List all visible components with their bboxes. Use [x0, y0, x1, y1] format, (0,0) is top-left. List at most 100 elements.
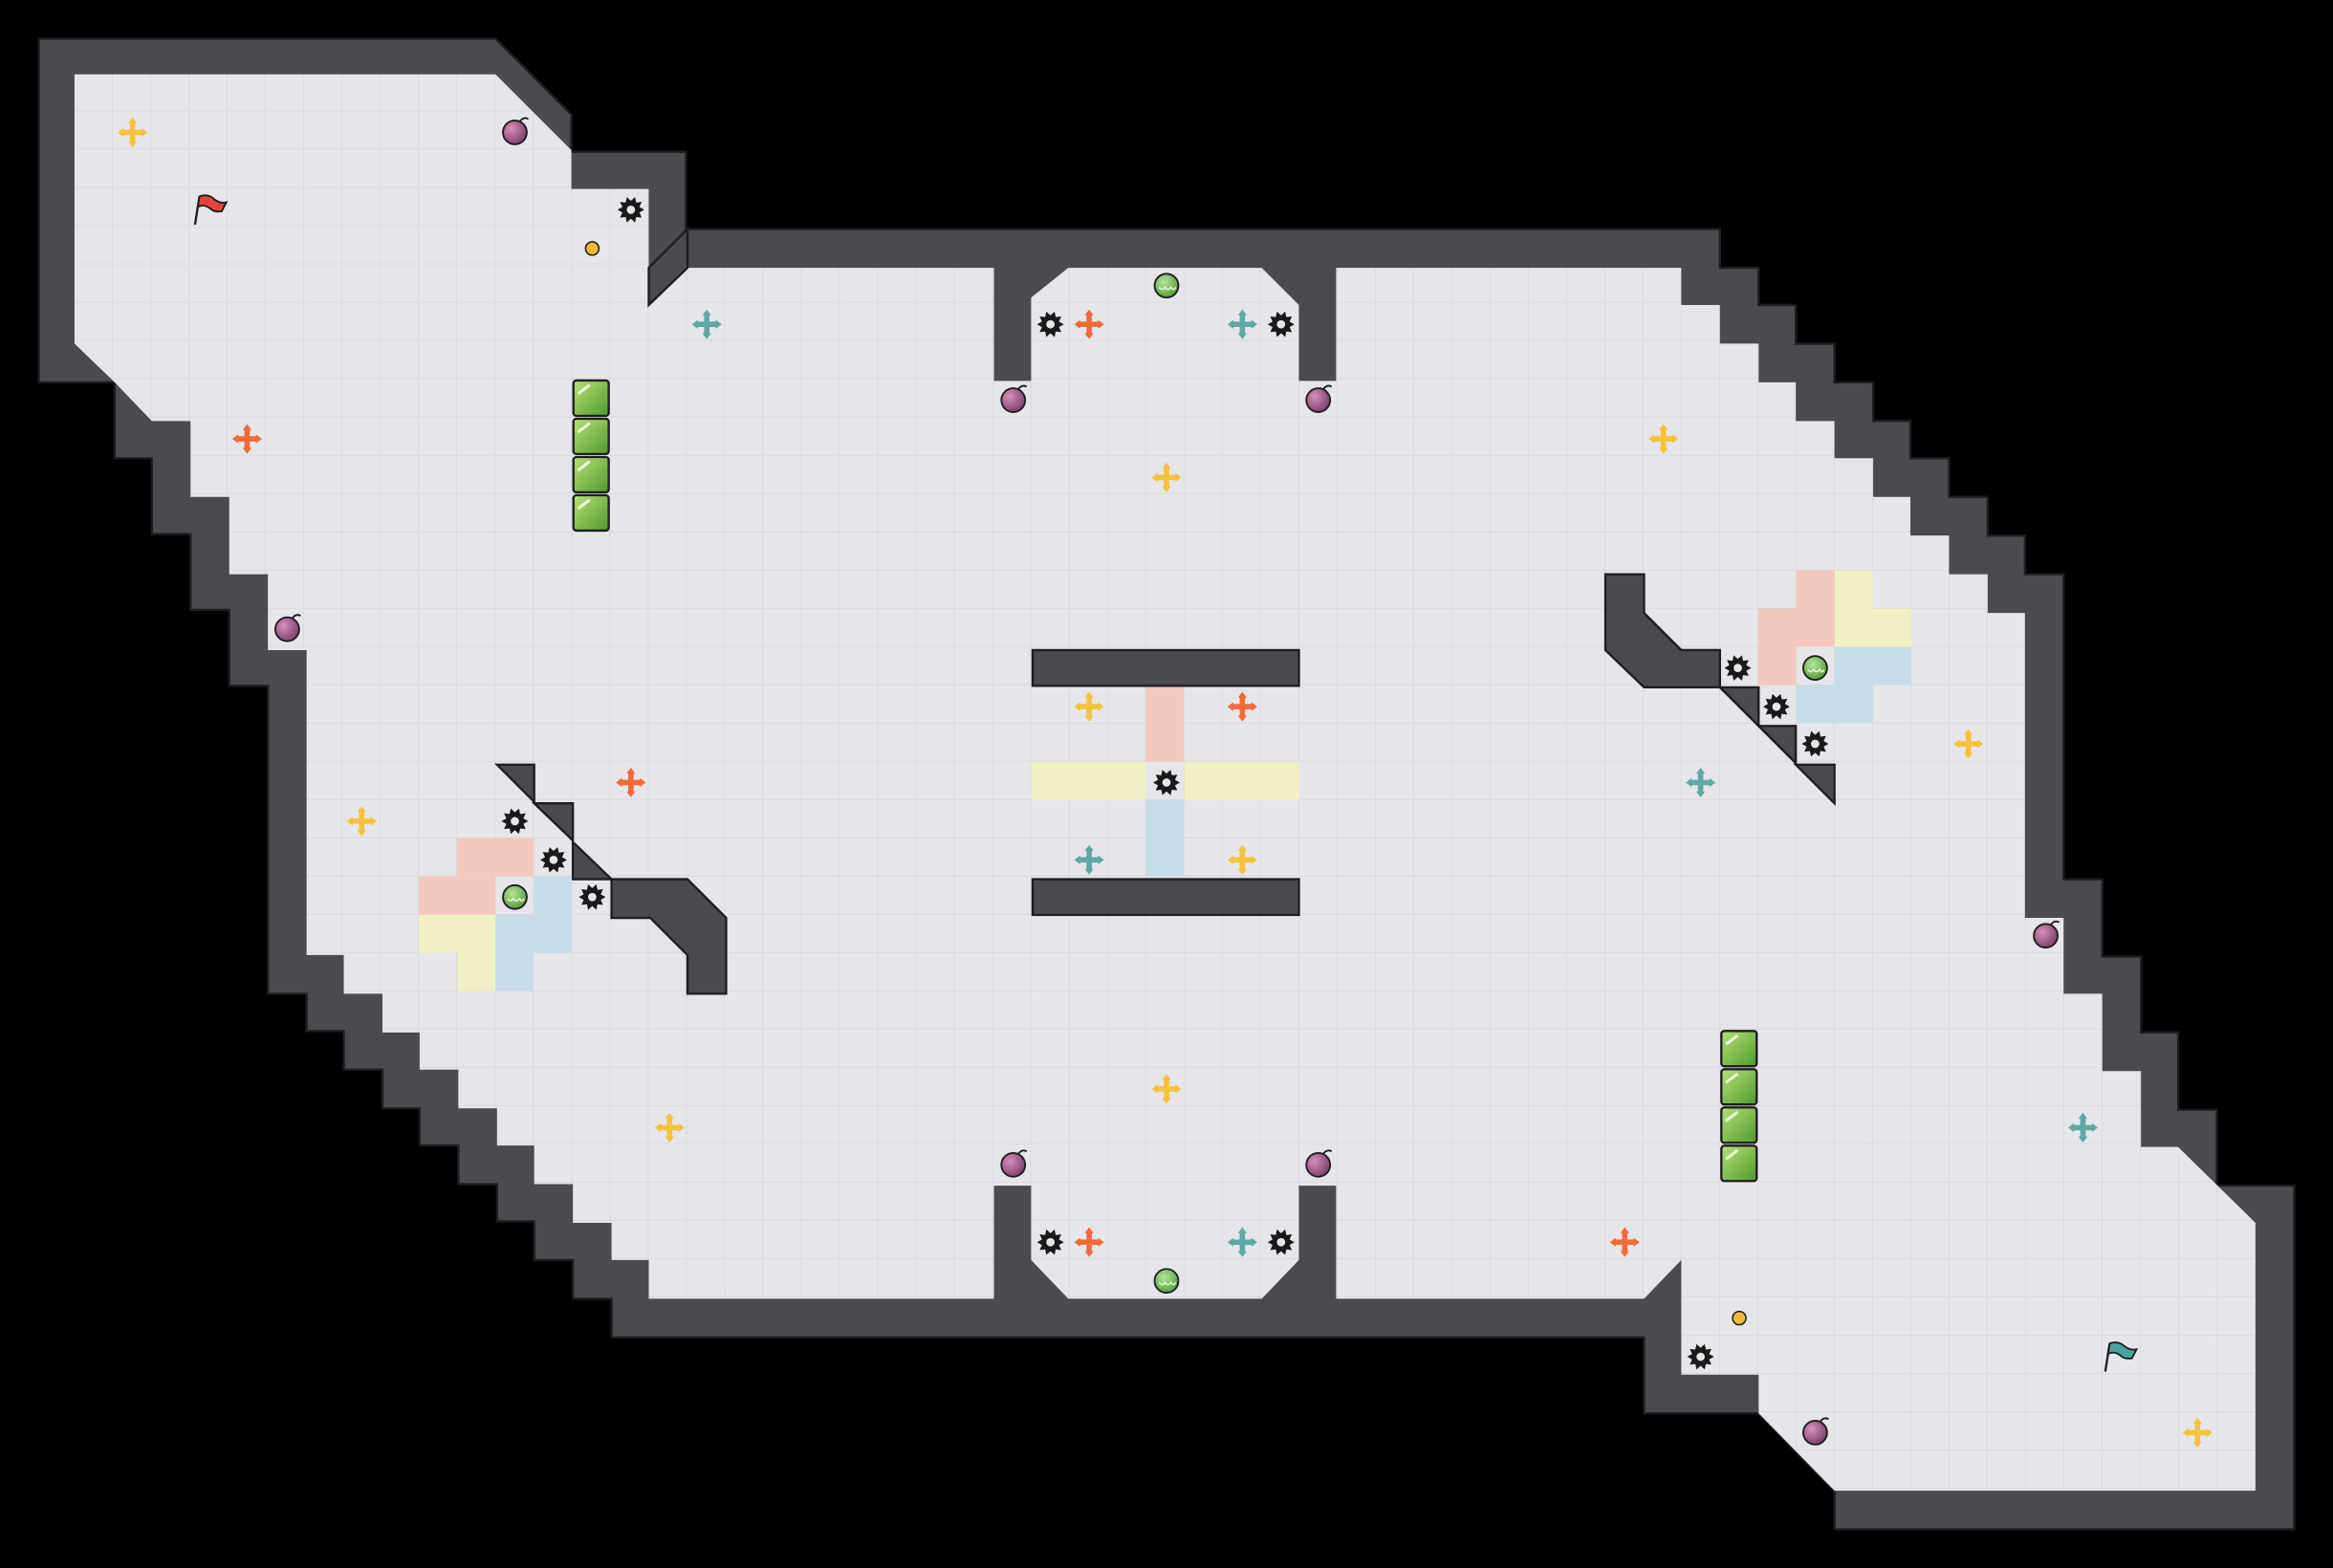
- zone-cell: [419, 876, 458, 915]
- zone-cell: [534, 876, 573, 915]
- zone-cell: [1069, 761, 1108, 800]
- coin-icon: [1732, 1310, 1747, 1326]
- cross-powerup-icon: [1151, 1074, 1182, 1104]
- zone-cell: [495, 838, 534, 877]
- bomb-icon: [502, 117, 530, 145]
- left-diagonal-wall-3: [571, 838, 615, 881]
- zone-cell: [1145, 685, 1185, 724]
- flag-icon: [2104, 1341, 2139, 1372]
- gear-trap-icon: [617, 197, 644, 223]
- cross-powerup-icon: [1227, 844, 1257, 875]
- gear-trap-icon: [539, 847, 567, 873]
- zone-cell: [1796, 685, 1835, 724]
- center-wall-top: [1031, 648, 1300, 687]
- zone-cell: [534, 914, 573, 953]
- center-wall-bottom: [1031, 878, 1300, 917]
- top-left-corner-notch: [647, 226, 689, 308]
- zone-cell: [457, 838, 496, 877]
- right-diagonal-wall: [1717, 686, 1760, 730]
- cross-powerup-icon: [1227, 309, 1257, 339]
- cross-powerup-icon: [1074, 309, 1104, 339]
- cross-powerup-icon: [1074, 844, 1104, 875]
- gear-trap-icon: [578, 883, 606, 910]
- right-diagonal-wall-2: [1755, 725, 1798, 767]
- cross-powerup-icon: [1686, 767, 1716, 798]
- cross-powerup-icon: [1074, 1227, 1104, 1257]
- cross-powerup-icon: [654, 1112, 685, 1143]
- bomb-icon: [1305, 384, 1333, 413]
- green-crate-icon: [572, 455, 610, 494]
- zone-cell: [1145, 723, 1185, 762]
- zone-cell: [1872, 646, 1911, 686]
- right-diagonal-wall-3: [1793, 763, 1836, 807]
- cross-powerup-icon: [1648, 424, 1679, 454]
- cross-powerup-icon: [2067, 1112, 2099, 1143]
- cross-powerup-icon: [691, 309, 722, 339]
- green-crate-icon: [1720, 1106, 1758, 1144]
- inner-walls: [493, 226, 1836, 995]
- green-crate-icon: [1720, 1030, 1758, 1068]
- zone-cell: [1145, 838, 1185, 877]
- green-crate-icon: [1720, 1068, 1758, 1106]
- bomb-icon: [274, 614, 301, 642]
- cross-powerup-icon: [1074, 691, 1104, 722]
- zone-cell: [1107, 761, 1146, 800]
- green-crate-icon: [572, 417, 610, 456]
- gear-trap-icon: [1152, 770, 1181, 795]
- right-bend-wall: [1603, 573, 1721, 689]
- orb-icon: [1153, 272, 1180, 299]
- zone-cell: [419, 914, 458, 953]
- zone-cell: [495, 914, 534, 953]
- bomb-icon: [2033, 920, 2060, 949]
- bomb-icon: [1000, 384, 1028, 413]
- bomb-icon: [1000, 1149, 1028, 1178]
- zone-cell: [1834, 608, 1873, 647]
- zone-cell: [1222, 761, 1261, 800]
- zone-cell: [1796, 608, 1835, 647]
- cross-powerup-icon: [1227, 1227, 1257, 1257]
- gear-trap-icon: [1724, 655, 1752, 681]
- gear-trap-icon: [1687, 1343, 1714, 1370]
- left-bend-wall: [610, 878, 728, 995]
- zone-cell: [1834, 646, 1873, 686]
- cross-powerup-icon: [1227, 691, 1257, 722]
- entities: [118, 117, 2213, 1448]
- zone-cell: [1031, 761, 1070, 800]
- zone-cell: [1260, 761, 1299, 800]
- orb-icon: [1153, 1268, 1180, 1295]
- cross-powerup-icon: [118, 117, 148, 148]
- zone-cell: [1834, 685, 1873, 724]
- zone-cell: [1757, 646, 1797, 686]
- orb-icon: [1802, 655, 1828, 682]
- zone-cell: [1184, 761, 1223, 800]
- zone-cell: [1834, 570, 1873, 609]
- left-diagonal-wall-2: [531, 802, 575, 843]
- gear-trap-icon: [1762, 693, 1790, 720]
- zone-cell: [1757, 608, 1797, 647]
- cross-powerup-icon: [231, 424, 262, 454]
- left-diagonal-wall: [493, 763, 535, 805]
- orb-icon: [502, 883, 528, 910]
- cross-powerup-icon: [616, 767, 646, 798]
- gear-trap-icon: [1801, 730, 1829, 757]
- flag-icon: [193, 194, 229, 226]
- zone-cell: [457, 876, 496, 915]
- cross-powerup-icon: [1609, 1227, 1640, 1257]
- green-crate-icon: [1720, 1144, 1758, 1183]
- zone-cell: [457, 914, 496, 953]
- green-crate-icon: [572, 379, 610, 418]
- bomb-icon: [1802, 1417, 1829, 1446]
- cross-powerup-icon: [2182, 1417, 2213, 1448]
- colored-zones: [419, 570, 1911, 991]
- cross-powerup-icon: [1151, 462, 1182, 493]
- coin-icon: [584, 241, 600, 256]
- cross-powerup-icon: [1953, 729, 1984, 759]
- cross-powerup-icon: [346, 806, 377, 837]
- zone-cell: [495, 952, 534, 991]
- gear-trap-icon: [1036, 311, 1064, 338]
- gear-trap-icon: [501, 808, 529, 835]
- zone-cell: [1145, 799, 1185, 838]
- zone-cell: [1796, 570, 1835, 609]
